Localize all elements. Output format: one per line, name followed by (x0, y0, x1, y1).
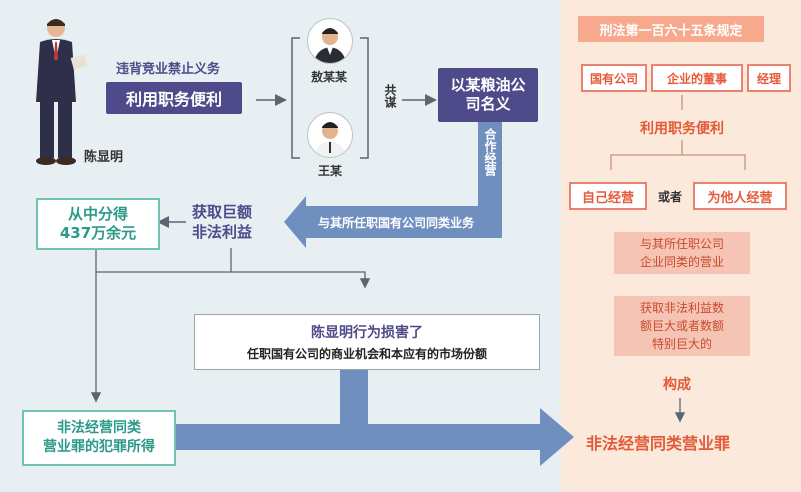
condition-huge-profit: 获取非法利益数 额巨大或者数额 特别巨大的 (614, 296, 750, 356)
rp-abuse-label: 利用职务便利 (640, 121, 724, 137)
bracket-right (360, 37, 369, 159)
result-arrow (174, 408, 574, 466)
proceeds-box: 非法经营同类 营业罪的犯罪所得 (22, 410, 176, 466)
harm-line-1: 陈显明行为损害了 (311, 325, 423, 341)
same-business-arrow (284, 196, 502, 248)
condition-same-business: 与其所任职公司 企业同类的营业 (614, 232, 750, 274)
avatar-man-shirt-icon (307, 112, 353, 158)
person-a-name: 敖某某 (311, 70, 348, 84)
constitute-label: 构成 (663, 377, 691, 393)
violation-label: 违背竞业禁止义务 (116, 62, 221, 77)
harm-box: 陈显明行为损害了 任职国有公司的商业机会和本应有的市场份额 (194, 314, 540, 370)
gain-line-1: 获取巨额 (192, 203, 253, 221)
arrow-to-harm (231, 271, 371, 289)
role-state-company: 国有公司 (581, 64, 647, 92)
proceeds-line-1: 非法经营同类 (57, 420, 141, 437)
share-line-2: 437万余元 (59, 224, 137, 242)
harm-down-bar (340, 370, 368, 430)
cond2-line-3: 特别巨大的 (651, 337, 712, 351)
share-box: 从中分得 437万余元 (36, 198, 160, 250)
crime-name: 非法经营同类营业罪 (586, 434, 731, 453)
law-title: 刑法第一百六十五条规定 (578, 16, 764, 42)
person-b-name: 王某 (318, 164, 343, 178)
share-line-1: 从中分得 (67, 204, 128, 223)
gain-label: 获取巨额 非法利益 (192, 202, 252, 243)
for-others-box: 为他人经营 (693, 182, 787, 210)
bracket-left (291, 37, 300, 159)
main-person-name: 陈显明 (84, 150, 124, 165)
role-director: 企业的董事 (651, 64, 743, 92)
abuse-box: 利用职务便利 (106, 82, 242, 114)
role-manager: 经理 (747, 64, 791, 92)
cond2-line-1: 获取非法利益数 (639, 301, 724, 315)
avatar-man-suit-icon (307, 18, 353, 64)
cond1-line-2: 企业同类的营业 (639, 255, 724, 269)
cond2-line-2: 额巨大或者数额 (639, 319, 724, 333)
proceeds-line-2: 营业罪的犯罪所得 (43, 439, 155, 455)
or-label: 或者 (658, 190, 683, 204)
rp-branch (610, 154, 746, 170)
cond1-line-1: 与其所任职公司 (639, 237, 724, 251)
cooperate-label: 合作经营 (483, 128, 497, 176)
gain-line-2: 非法利益 (192, 223, 253, 242)
conspire-label: 共谋 (383, 84, 397, 108)
same-business-label: 与其所任职国有公司同类业务 (318, 216, 475, 230)
grain-company-box: 以某粮油公司名义 (438, 68, 538, 122)
harm-line-2: 任职国有公司的商业机会和本应有的市场份额 (246, 347, 487, 361)
businessman-figure-icon (36, 19, 88, 165)
line-gain-branch (96, 248, 232, 273)
own-operate-box: 自己经营 (569, 182, 647, 210)
